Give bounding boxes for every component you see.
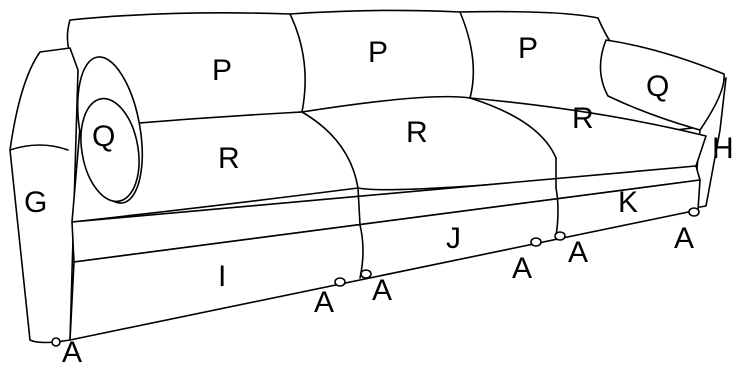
label-foot-6: A xyxy=(674,222,694,255)
foot-shape-6 xyxy=(688,207,700,217)
foot-shape-1 xyxy=(51,337,61,347)
label-pillow-left: Q xyxy=(92,120,115,153)
label-front-panel-left: I xyxy=(218,260,226,293)
label-seat-cushion-left: R xyxy=(218,142,240,175)
label-pillow-right: Q xyxy=(646,70,669,103)
label-armrest-right: H xyxy=(712,132,734,165)
label-foot-5: A xyxy=(568,236,588,269)
seat-seam-left xyxy=(301,111,359,189)
back-seam-right xyxy=(459,11,475,99)
label-seat-cushion-right: R xyxy=(572,102,594,135)
seat-seam-right xyxy=(469,97,557,159)
foot-shape-4 xyxy=(530,237,542,247)
label-foot-3: A xyxy=(372,274,392,307)
back-seam-left xyxy=(289,13,306,113)
foot-shape-3 xyxy=(360,269,372,279)
label-front-panel-right: K xyxy=(618,186,638,219)
label-back-cushion-right: P xyxy=(518,32,538,65)
label-foot-1: A xyxy=(62,336,82,365)
label-foot-4: A xyxy=(512,252,532,285)
label-back-cushion-middle: P xyxy=(368,36,388,69)
label-front-panel-middle: J xyxy=(446,222,461,255)
label-armrest-left: G xyxy=(24,186,47,219)
foot-shape-5 xyxy=(554,231,566,241)
base-divider-right xyxy=(555,187,559,237)
foot-shape-2 xyxy=(334,277,346,287)
label-foot-2: A xyxy=(314,286,334,319)
pillow-left-front xyxy=(80,97,140,203)
label-seat-cushion-middle: R xyxy=(406,116,428,149)
seat-surface xyxy=(71,95,707,223)
seat-front-line xyxy=(357,187,361,226)
pillow-right xyxy=(599,39,725,131)
left-armrest xyxy=(9,47,79,344)
label-back-cushion-left: P xyxy=(212,54,232,87)
left-armrest-front xyxy=(9,144,69,151)
